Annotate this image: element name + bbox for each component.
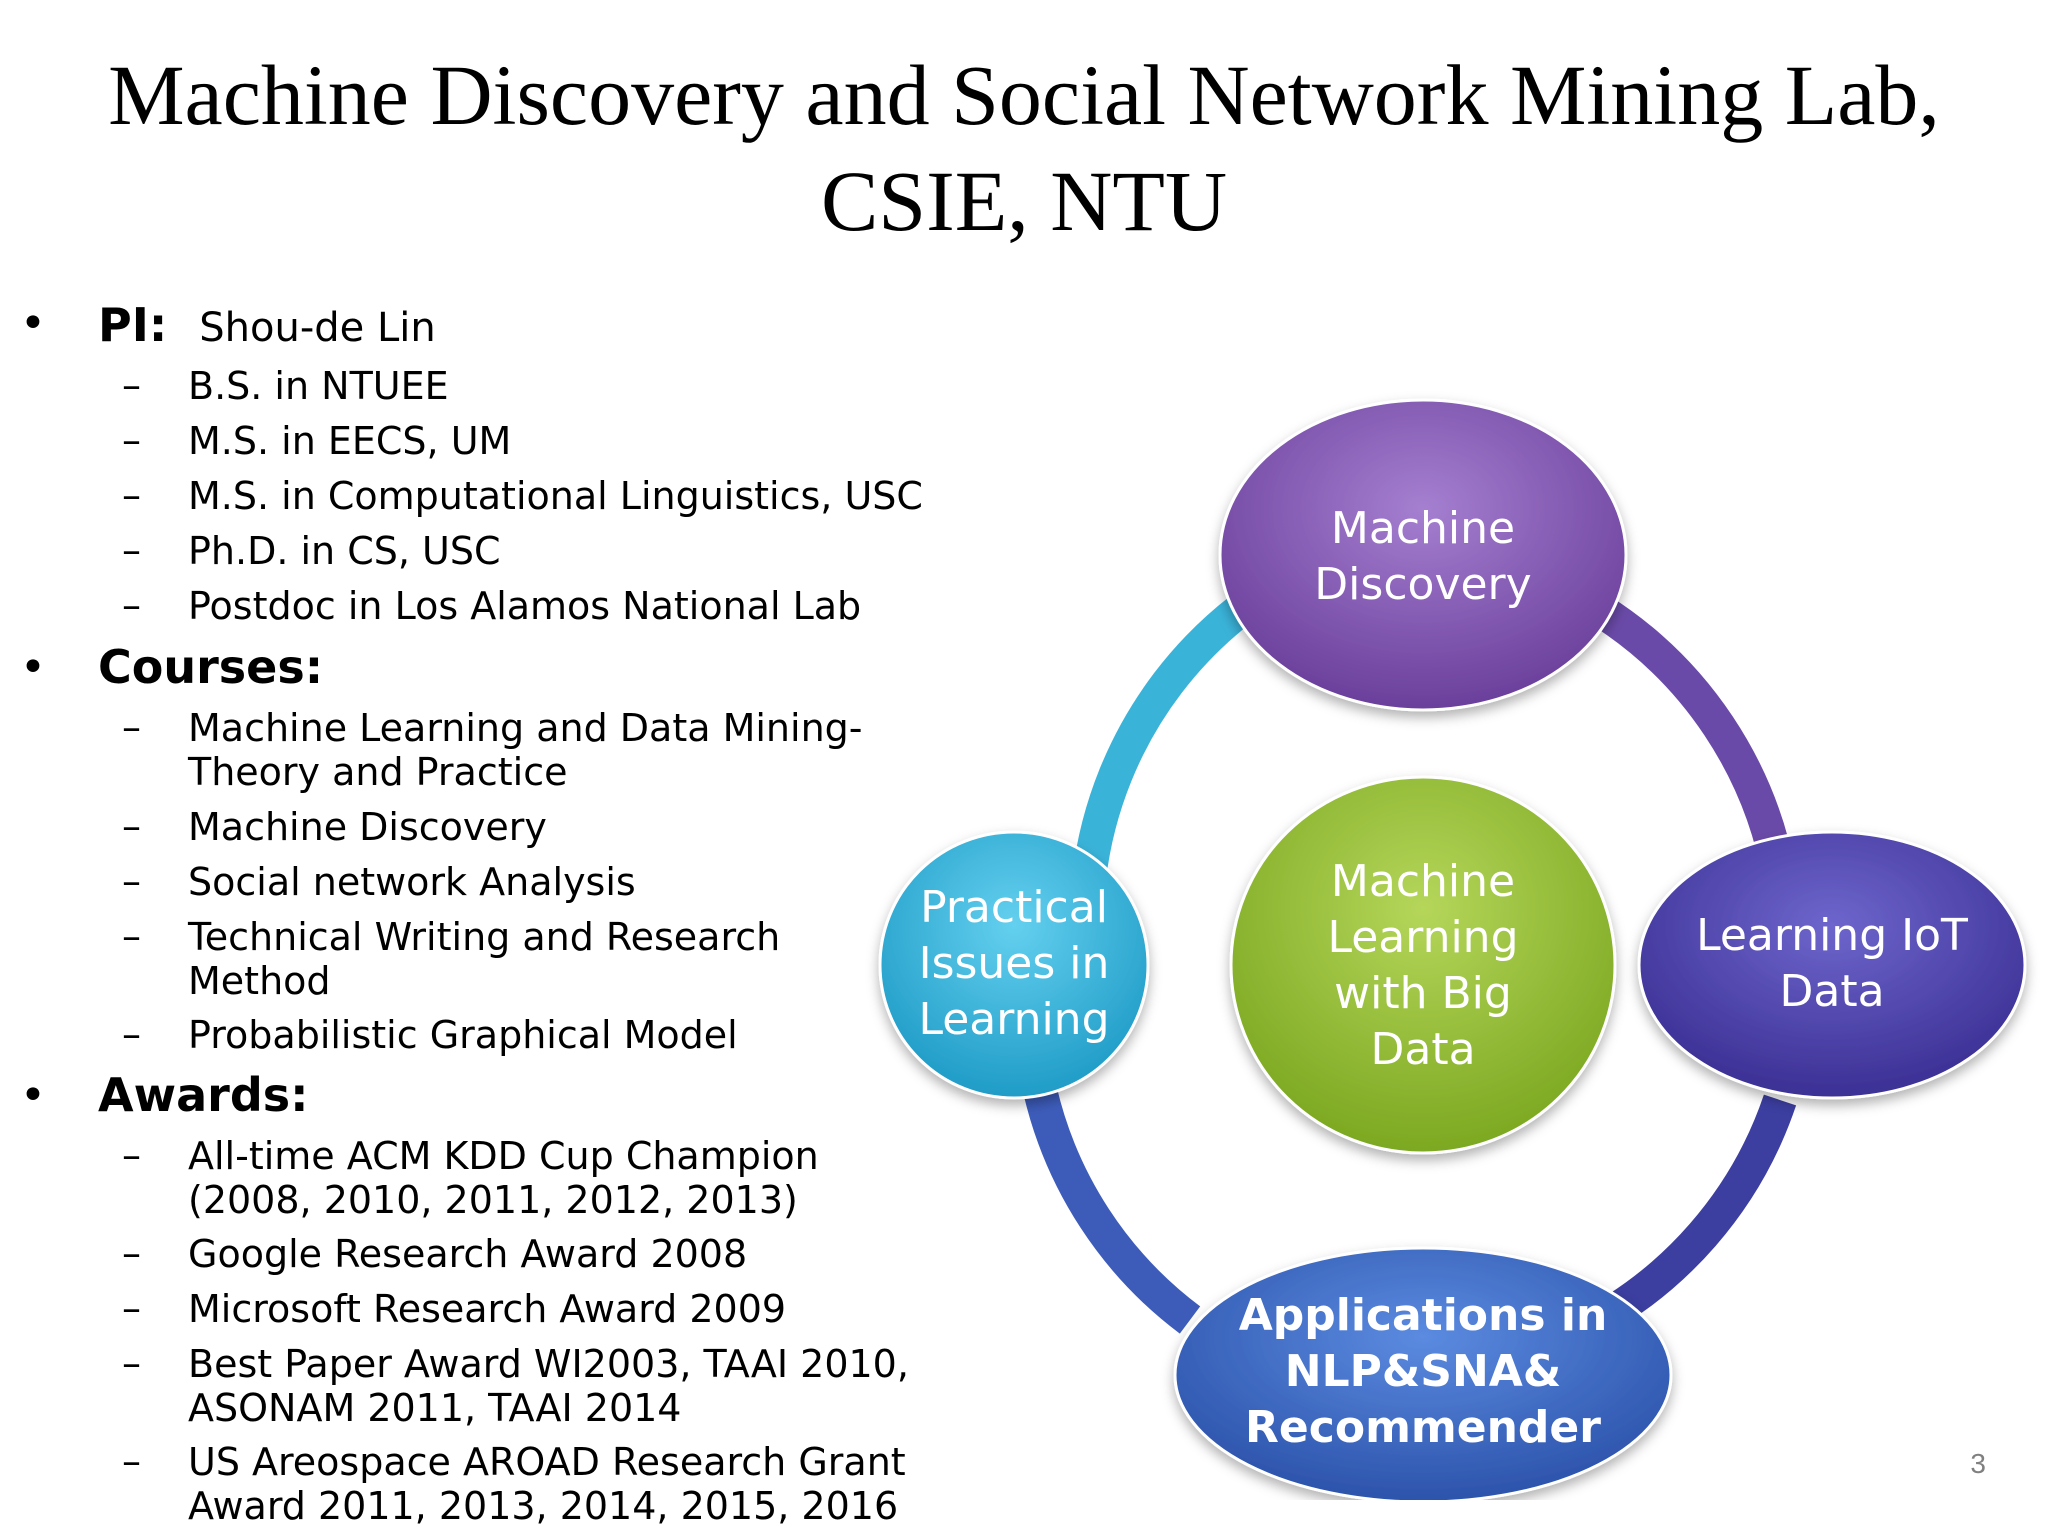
item-line: M.S. in EECS, UM — [188, 419, 512, 463]
item-line: Microsoft Research Award 2009 — [188, 1287, 787, 1331]
page-number: 3 — [1970, 1448, 1986, 1479]
ring-arc-bottom-left — [1023, 1086, 1201, 1334]
left-node-line: Practical — [920, 882, 1108, 933]
cycle-diagram: Machine Learning with Big Data Machine D… — [878, 398, 2027, 1500]
item-line: Social network Analysis — [188, 860, 636, 904]
dash: – — [122, 1286, 141, 1330]
top-node-line: Machine — [1331, 503, 1515, 554]
left-node-line: Learning — [918, 994, 1109, 1045]
pi-name: Shou-de Lin — [199, 305, 436, 351]
top-node-line: Discovery — [1314, 559, 1531, 610]
title-line-2: CSIE, NTU — [820, 153, 1228, 249]
award-item: Microsoft Research Award 2009 — [188, 1287, 786, 1331]
award-item: Google Research Award 2008 — [188, 1232, 747, 1276]
item-line: Award 2011, 2013, 2014, 2015, 2016 — [188, 1484, 899, 1528]
top-node — [1218, 398, 1628, 712]
item-line: Technical Writing and Research — [188, 915, 781, 959]
item-line: M.S. in Computational Linguistics, USC — [188, 474, 923, 518]
dash: – — [122, 473, 141, 517]
left-node-line: Issues in — [919, 938, 1110, 989]
dash: – — [122, 804, 141, 848]
award-item: Best Paper Award WI2003, TAAI 2010,ASONA… — [188, 1342, 909, 1430]
pi-item: Ph.D. in CS, USC — [188, 529, 501, 573]
dash: – — [122, 1012, 141, 1056]
course-item: Machine Discovery — [188, 805, 547, 849]
center-node — [1229, 775, 1617, 1155]
awards-heading: Awards: — [98, 1068, 309, 1122]
bullet-dot: • — [20, 298, 46, 349]
bullet-dot: • — [20, 642, 46, 693]
courses-heading: Courses: — [98, 640, 324, 694]
course-item: Machine Learning and Data Mining-Theory … — [188, 706, 862, 794]
bottom-node — [1173, 1246, 1673, 1500]
item-line: Theory and Practice — [188, 750, 568, 794]
dash: – — [122, 914, 141, 958]
slide-title: Machine Discovery and Social Network Min… — [0, 42, 2048, 254]
center-node-line: Data — [1370, 1024, 1475, 1075]
right-node-line: Data — [1779, 966, 1884, 1017]
item-line: (2008, 2010, 2011, 2012, 2013) — [188, 1178, 798, 1222]
pi-item: M.S. in EECS, UM — [188, 419, 511, 463]
center-node-line: with Big — [1334, 968, 1512, 1019]
award-item: All-time ACM KDD Cup Champion(2008, 2010… — [188, 1134, 819, 1222]
center-node-line: Learning — [1327, 912, 1518, 963]
course-item: Social network Analysis — [188, 860, 636, 904]
center-node-line: Machine — [1331, 856, 1515, 907]
dash: – — [122, 1439, 141, 1483]
left-node — [878, 830, 1150, 1100]
ring-arc-top-right — [1590, 595, 1797, 883]
dash: – — [122, 705, 141, 749]
course-item: Probabilistic Graphical Model — [188, 1013, 738, 1057]
pi-item: M.S. in Computational Linguistics, USC — [188, 474, 923, 518]
item-line: Ph.D. in CS, USC — [188, 529, 501, 573]
item-line: Probabilistic Graphical Model — [188, 1013, 738, 1057]
bullet-dot: • — [20, 1070, 46, 1121]
dash: – — [122, 1231, 141, 1275]
dash: – — [122, 583, 141, 627]
dash: – — [122, 1341, 141, 1385]
bullet-content: • PI: Shou-de Lin – B.S. in NTUEE – M.S.… — [0, 0, 923, 1536]
dash: – — [122, 859, 141, 903]
pi-item: B.S. in NTUEE — [188, 364, 449, 408]
dash: – — [122, 1133, 141, 1177]
item-line: Google Research Award 2008 — [188, 1232, 748, 1276]
pi-label: PI — [98, 298, 149, 352]
pi-colon: : — [148, 298, 168, 352]
item-line: ASONAM 2011, TAAI 2014 — [188, 1386, 682, 1430]
item-line: Best Paper Award WI2003, TAAI 2010, — [188, 1342, 909, 1386]
item-line: Method — [188, 959, 331, 1003]
item-line: Machine Learning and Data Mining- — [188, 706, 863, 750]
title-line-1: Machine Discovery and Social Network Min… — [108, 47, 1940, 143]
right-node-line: Learning IoT — [1696, 910, 1968, 961]
dash: – — [122, 363, 141, 407]
item-line: B.S. in NTUEE — [188, 364, 449, 408]
item-line: Machine Discovery — [188, 805, 547, 849]
item-line: US Areospace AROAD Research Grant — [188, 1440, 906, 1484]
pi-item: Postdoc in Los Alamos National Lab — [188, 584, 861, 628]
dash: – — [122, 418, 141, 462]
bottom-node-line: NLP&SNA& — [1285, 1346, 1561, 1397]
item-line: Postdoc in Los Alamos National Lab — [188, 584, 862, 628]
bottom-node-line: Applications in — [1239, 1290, 1608, 1341]
right-node — [1637, 830, 2027, 1100]
pi-heading: PI: Shou-de Lin — [98, 300, 436, 351]
item-line: All-time ACM KDD Cup Champion — [188, 1134, 819, 1178]
dash: – — [122, 528, 141, 572]
bottom-node-line: Recommender — [1245, 1402, 1601, 1453]
